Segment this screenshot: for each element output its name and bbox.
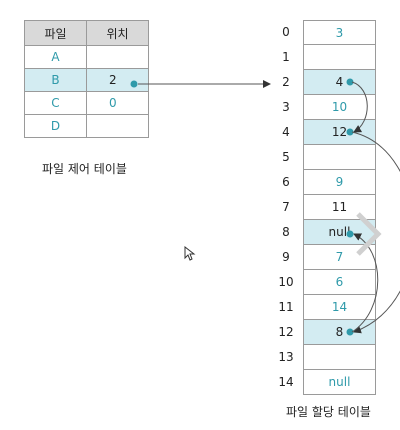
- fat-block-index: 14: [278, 375, 294, 389]
- fct-file-name: D: [24, 114, 87, 138]
- fct-file-name: C: [24, 91, 87, 115]
- fat-block-index: 3: [282, 100, 290, 114]
- fct-header-file: 파일: [24, 20, 87, 46]
- fct-row-a: A: [24, 45, 149, 69]
- fct-file-name: A: [24, 45, 87, 69]
- fat-block-index: 0: [282, 25, 290, 39]
- mouse-cursor-icon: [184, 246, 196, 261]
- fct-caption: 파일 제어 테이블: [42, 162, 127, 176]
- fat-block-value: 9: [303, 170, 376, 195]
- fat-block-value: 3: [303, 20, 376, 45]
- fat-block-value: 4: [303, 70, 376, 95]
- fat-block-value: null: [303, 220, 376, 245]
- fat-block-value: [303, 45, 376, 70]
- fat-block-value: 8: [303, 320, 376, 345]
- fct-row-b: B 2: [24, 68, 149, 92]
- fat-block-index: 4: [282, 125, 290, 139]
- fct-file-name: B: [24, 68, 87, 92]
- fat-block-value: 10: [303, 95, 376, 120]
- fat-block-value: 14: [303, 295, 376, 320]
- fct-header-row: 파일 위치: [24, 20, 149, 46]
- fat-block-index: 11: [278, 300, 294, 314]
- fat-block-index: 1: [282, 50, 290, 64]
- fat-block-value: null: [303, 370, 376, 395]
- fat-block-index: 6: [282, 175, 290, 189]
- fat-block-index: 2: [282, 75, 290, 89]
- fat-block-value: 6: [303, 270, 376, 295]
- fat-block-value: 11: [303, 195, 376, 220]
- fct-row-d: D: [24, 114, 149, 138]
- fat-block-index: 8: [282, 225, 290, 239]
- fat-block-value: 7: [303, 245, 376, 270]
- fct-row-c: C 0: [24, 91, 149, 115]
- fat-block-index: 9: [282, 250, 290, 264]
- fct-location-cell: 0: [86, 91, 149, 115]
- fat-caption: 파일 할당 테이블: [286, 405, 371, 419]
- fct-location-cell: [86, 114, 149, 138]
- fat-block-value: [303, 345, 376, 370]
- fat-block-index: 13: [278, 350, 294, 364]
- fct-header-location: 위치: [86, 20, 149, 46]
- fat-block-index: 12: [278, 325, 294, 339]
- fct-location-value: 0: [109, 96, 117, 110]
- fat-block-index: 10: [278, 275, 294, 289]
- fat-block-index: 5: [282, 150, 290, 164]
- fct-location-cell: [86, 45, 149, 69]
- fct-location-value: 2: [109, 73, 117, 87]
- fct-location-cell: 2: [86, 68, 149, 92]
- fat-block-value: 12: [303, 120, 376, 145]
- fat-block-index: 7: [282, 200, 290, 214]
- file-control-table: 파일 위치 A B 2 C 0 D: [24, 20, 149, 138]
- fat-block-value: [303, 145, 376, 170]
